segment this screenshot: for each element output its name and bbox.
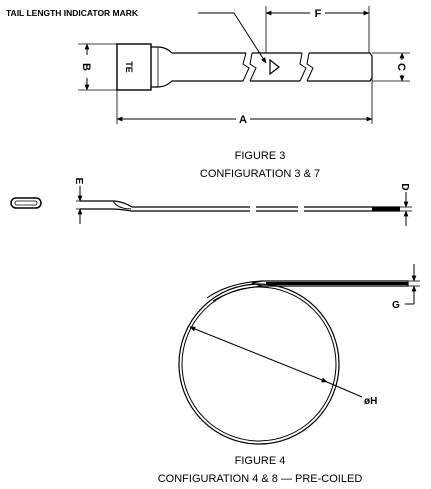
tie-head: [116, 43, 152, 91]
dim-a-label: A: [239, 114, 247, 126]
dimension-a: A: [116, 78, 373, 126]
tail-mark-callout: TAIL LENGTH INDICATOR MARK: [6, 8, 139, 18]
dimension-h: øH: [189, 326, 377, 407]
dim-d-label: D: [399, 183, 410, 190]
tie-neck: [151, 46, 180, 88]
dimension-c: C: [372, 52, 410, 82]
tie-side-view: [80, 200, 400, 212]
head-mark: TE: [124, 61, 134, 73]
dimension-f: F: [265, 6, 370, 53]
dim-b-label: B: [80, 63, 92, 71]
dimension-g: G: [392, 264, 420, 311]
break-line-1: [242, 52, 250, 82]
figure3-title: FIGURE 3: [235, 150, 286, 162]
coil-outer: [178, 283, 340, 445]
dimension-d: D: [399, 183, 412, 226]
dimension-b: B: [78, 43, 117, 91]
dimension-e: E: [73, 178, 92, 224]
tail-indicator-triangle: [269, 58, 280, 76]
head-end-view: [10, 197, 42, 209]
callout-leader: [198, 12, 267, 64]
tie-top-view: TE: [116, 43, 373, 91]
dim-c-label: C: [395, 63, 407, 71]
dim-e-label: E: [73, 178, 84, 185]
break-line-2: [299, 52, 307, 82]
dim-g-label: G: [392, 300, 400, 311]
dim-f-label: F: [315, 8, 322, 20]
figure3-subtitle: CONFIGURATION 3 & 7: [200, 168, 320, 180]
dim-h-label: øH: [364, 396, 377, 407]
figure4-subtitle: CONFIGURATION 4 & 8 — PRE-COILED: [158, 473, 363, 485]
figure4-title: FIGURE 4: [235, 455, 286, 467]
pre-coiled-tie: [178, 280, 409, 445]
coil-inner: [181, 286, 337, 442]
